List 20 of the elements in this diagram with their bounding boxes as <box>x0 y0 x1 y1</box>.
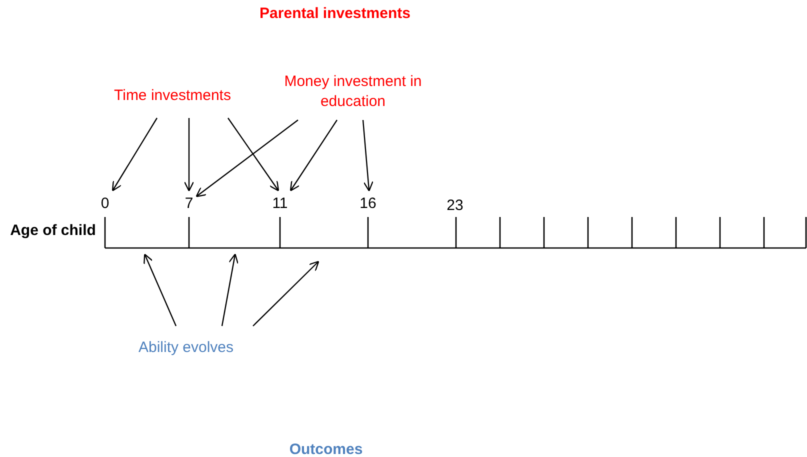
investment-label: Money investment in education <box>270 72 436 120</box>
tick-label: 7 <box>181 190 197 214</box>
arrow <box>362 120 374 192</box>
tick-label: 23 <box>446 197 464 214</box>
outcomes-heading: Outcomes <box>288 441 364 457</box>
arrow <box>112 118 158 192</box>
axis-label: Age of child <box>9 222 97 239</box>
arrow <box>228 118 280 192</box>
tick-label: 16 <box>357 190 379 214</box>
arrow <box>290 120 338 192</box>
title: Parental investments <box>258 5 412 22</box>
investment-label: Time investments <box>105 86 240 118</box>
arrow <box>184 118 194 192</box>
arrow <box>221 254 239 326</box>
arrow <box>144 254 177 326</box>
ability-label: Ability evolves <box>126 326 246 358</box>
tick-label: 11 <box>269 190 291 214</box>
tick-label: 0 <box>97 190 113 214</box>
arrow <box>196 120 298 198</box>
arrow <box>252 260 320 326</box>
